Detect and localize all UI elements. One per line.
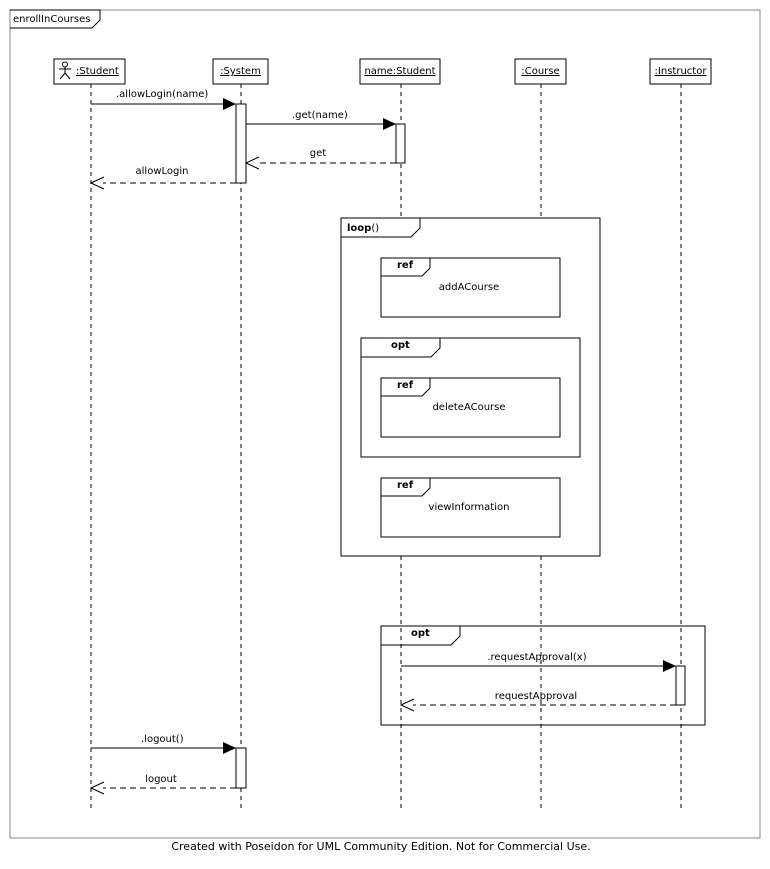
- activation-instructor: [675, 665, 686, 706]
- loop-guard: (): [371, 223, 379, 234]
- activation-system-login: [235, 103, 247, 184]
- loop-operator: loop: [347, 223, 371, 234]
- ref-label-view-information: viewInformation: [429, 502, 510, 513]
- message-label: .allowLogin(name): [116, 89, 208, 100]
- lifeline-label-course: :Course: [521, 66, 559, 77]
- arrowhead-icon: [663, 660, 676, 672]
- lifeline-label-instructor: :Instructor: [655, 66, 708, 77]
- message-label: .get(name): [292, 110, 348, 121]
- message-label: requestApproval: [495, 691, 577, 702]
- open-arrowhead-icon: [89, 176, 105, 190]
- diagram-frame: [9, 9, 761, 839]
- open-arrowhead-icon: [89, 781, 105, 795]
- activation-name-student-get: [395, 123, 406, 164]
- message-get-name-call[interactable]: .get(name): [246, 110, 396, 130]
- open-arrowhead-icon: [244, 156, 260, 170]
- message-label: .requestApproval(x): [487, 652, 586, 663]
- message-label: get: [310, 148, 327, 159]
- ref-tag: ref: [397, 380, 414, 391]
- arrowhead-icon: [223, 98, 236, 110]
- message-label: logout: [145, 774, 177, 785]
- lifeline-label-name-student: name:Student: [364, 66, 435, 77]
- lifeline-head-course[interactable]: :Course: [514, 58, 567, 85]
- opt-fragment-outer: opt: [380, 625, 706, 726]
- ref-view-information[interactable]: ref viewInformation: [380, 477, 561, 538]
- message-logout-return[interactable]: logout: [89, 774, 236, 795]
- activation-system-logout: [235, 747, 247, 789]
- footer-watermark: Created with Poseidon for UML Community …: [171, 840, 590, 853]
- ref-tag: ref: [397, 260, 414, 271]
- lifeline-head-student[interactable]: :Student: [53, 58, 126, 85]
- ref-add-a-course[interactable]: ref addACourse: [380, 257, 561, 318]
- ref-label-delete-a-course: deleteACourse: [432, 402, 505, 413]
- svg-text:loop(): loop(): [347, 223, 379, 234]
- open-arrowhead-icon: [399, 698, 415, 712]
- message-label: allowLogin: [136, 166, 189, 177]
- message-request-approval-return[interactable]: requestApproval: [399, 691, 676, 712]
- lifeline-head-instructor[interactable]: :Instructor: [649, 58, 712, 85]
- ref-delete-a-course[interactable]: ref deleteACourse: [380, 377, 561, 438]
- lifeline-label-student: :Student: [76, 66, 119, 77]
- message-label: .logout(): [141, 734, 184, 745]
- message-allow-login-return[interactable]: allowLogin: [89, 166, 236, 190]
- ref-label-add-a-course: addACourse: [439, 282, 499, 293]
- opt-operator-inner: opt: [391, 340, 410, 351]
- arrowhead-icon: [223, 742, 236, 754]
- message-get-return[interactable]: get: [244, 148, 396, 170]
- lifeline-head-system[interactable]: :System: [212, 58, 269, 85]
- arrowhead-icon: [383, 118, 396, 130]
- diagram-title: enrollInCourses: [13, 14, 90, 25]
- diagram-frame-tab: [10, 9, 101, 29]
- message-request-approval-call[interactable]: .requestApproval(x): [401, 652, 676, 672]
- opt-operator-outer: opt: [411, 628, 430, 639]
- lifeline-label-system: :System: [220, 66, 261, 77]
- actor-icon: [59, 61, 71, 80]
- message-logout-call[interactable]: .logout(): [91, 734, 236, 754]
- ref-tag: ref: [397, 480, 414, 491]
- message-allow-login-call[interactable]: .allowLogin(name): [91, 89, 236, 110]
- lifeline-head-name-student[interactable]: name:Student: [359, 58, 441, 85]
